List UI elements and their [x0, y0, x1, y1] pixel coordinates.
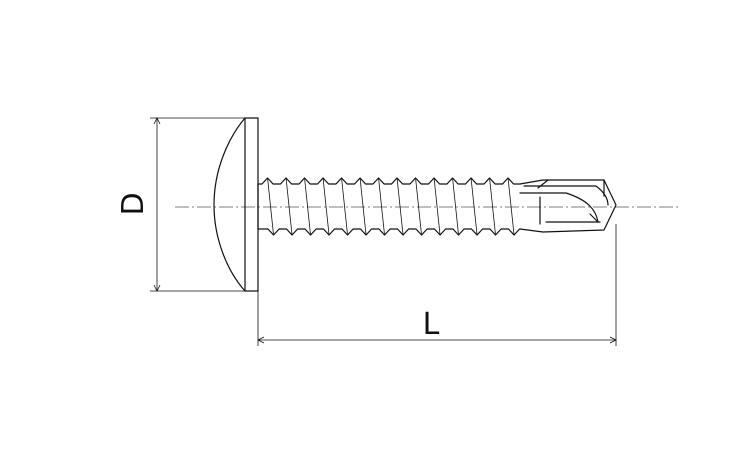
dimension-l-label: L: [423, 307, 440, 342]
dimension-l: L: [257, 224, 617, 346]
thread-profile-bottom: [257, 228, 521, 236]
thread-line: [470, 177, 478, 236]
thread-line: [452, 177, 459, 236]
thread-line: [267, 177, 274, 236]
drill-point: [519, 179, 617, 233]
threaded-shank: [257, 177, 521, 236]
thread-profile-top: [257, 177, 521, 185]
thread-line: [433, 177, 441, 236]
dimension-d-label: D: [116, 192, 151, 215]
thread-line: [359, 177, 367, 236]
dimension-d: D: [116, 117, 245, 292]
thread-line: [415, 177, 422, 236]
thread-line: [285, 177, 293, 236]
screw-head-flange: [244, 117, 259, 292]
thread-line: [396, 177, 404, 236]
thread-line: [507, 177, 515, 236]
thread-line: [378, 177, 385, 236]
thread-line: [341, 177, 348, 236]
screw-head-dome: [213, 117, 246, 292]
thread-line: [322, 177, 330, 236]
thread-line: [489, 177, 496, 236]
thread-line: [304, 177, 311, 236]
